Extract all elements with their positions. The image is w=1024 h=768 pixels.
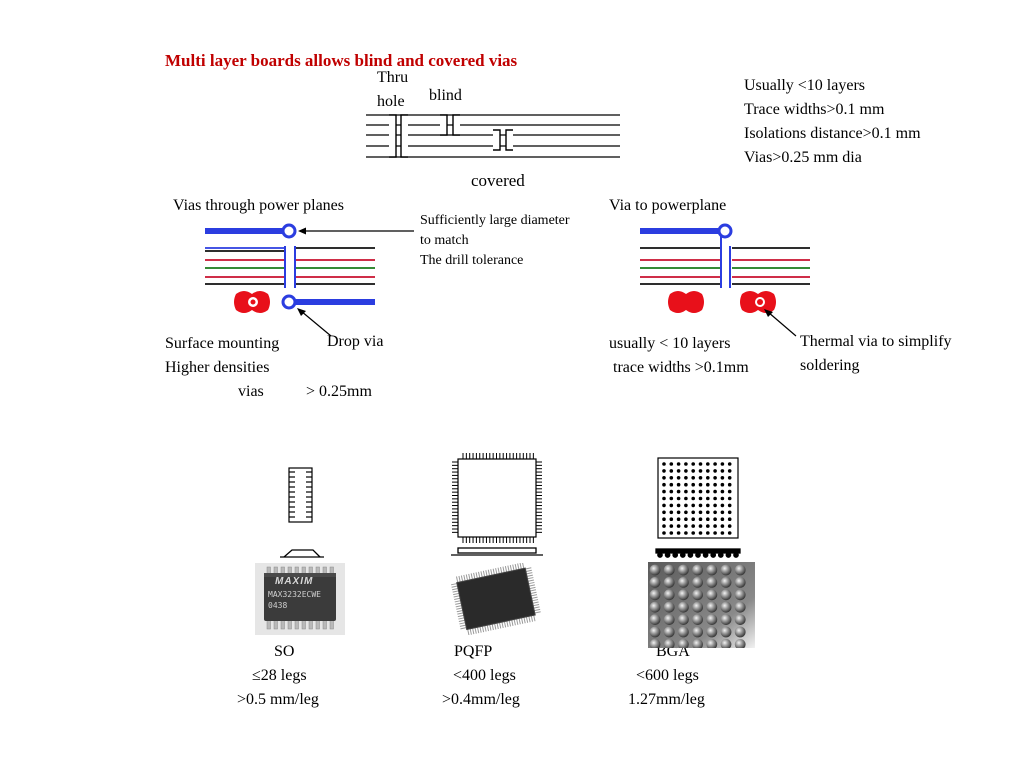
note-via-size: > 0.25mm bbox=[306, 383, 372, 400]
covered-via-label: covered bbox=[471, 171, 525, 190]
drop-via-label: Drop via bbox=[327, 333, 384, 350]
package-so-name: SO bbox=[274, 643, 295, 660]
pqfp-package-side bbox=[451, 547, 543, 556]
package-bga-legs: <600 legs bbox=[636, 667, 699, 684]
thermal-via-pad bbox=[740, 291, 776, 313]
blind-via bbox=[440, 114, 460, 136]
thru-hole-via bbox=[389, 114, 408, 158]
note-higher-densities: Higher densities bbox=[165, 359, 270, 376]
covered-via bbox=[493, 129, 513, 151]
thermal-via-label-line2: soldering bbox=[800, 357, 860, 374]
so-chip-date-code: 0438 bbox=[268, 601, 288, 610]
drill-note-line2: to match bbox=[420, 233, 469, 248]
thru-hole-label-line1: Thru bbox=[377, 69, 409, 86]
left-panel-heading: Vias through power planes bbox=[173, 197, 344, 214]
bga-package-outline bbox=[657, 457, 739, 539]
drill-note-line3: The drill tolerance bbox=[420, 253, 524, 268]
spec-layers: Usually <10 layers bbox=[744, 77, 865, 94]
so-chip-photo: MAXIM MAX3232ECWE 0438 bbox=[255, 563, 345, 635]
so-package-outline bbox=[288, 467, 313, 523]
package-pqfp-name: PQFP bbox=[454, 643, 493, 660]
blind-via-label: blind bbox=[429, 87, 462, 104]
pqfp-package-outline bbox=[457, 458, 537, 538]
note-usually-layers: usually < 10 layers bbox=[609, 335, 731, 352]
spec-isolation: Isolations distance>0.1 mm bbox=[744, 125, 921, 142]
package-pqfp-pitch: >0.4mm/leg bbox=[442, 691, 520, 708]
so-package-side bbox=[280, 549, 324, 558]
package-bga-pitch: 1.27mm/leg bbox=[628, 691, 705, 708]
so-chip-brand: MAXIM bbox=[275, 576, 314, 587]
thru-hole-label-line2: hole bbox=[377, 93, 405, 110]
spec-vias: Vias>0.25 mm dia bbox=[744, 149, 862, 166]
thermal-via-label-line1: Thermal via to simplify bbox=[800, 333, 952, 350]
note-vias: vias bbox=[238, 383, 264, 400]
pqfp-chip-photo bbox=[443, 563, 548, 635]
smd-pad-right-1 bbox=[668, 291, 704, 313]
right-panel-heading: Via to powerplane bbox=[609, 197, 727, 214]
bga-package-side bbox=[655, 548, 741, 558]
bga-chip-photo bbox=[648, 562, 755, 648]
drill-note-line1: Sufficiently large diameter bbox=[420, 213, 570, 228]
page-title: Multi layer boards allows blind and cove… bbox=[165, 51, 518, 70]
package-pqfp-legs: <400 legs bbox=[453, 667, 516, 684]
spec-trace-width: Trace widths>0.1 mm bbox=[744, 101, 885, 118]
smd-pad-left bbox=[234, 291, 270, 313]
package-so-pitch: >0.5 mm/leg bbox=[237, 691, 319, 708]
note-trace-widths: trace widths >0.1mm bbox=[613, 359, 749, 376]
note-surface-mounting: Surface mounting bbox=[165, 335, 280, 352]
package-so-legs: ≤28 legs bbox=[252, 667, 307, 684]
so-chip-part-number: MAX3232ECWE bbox=[268, 590, 321, 599]
